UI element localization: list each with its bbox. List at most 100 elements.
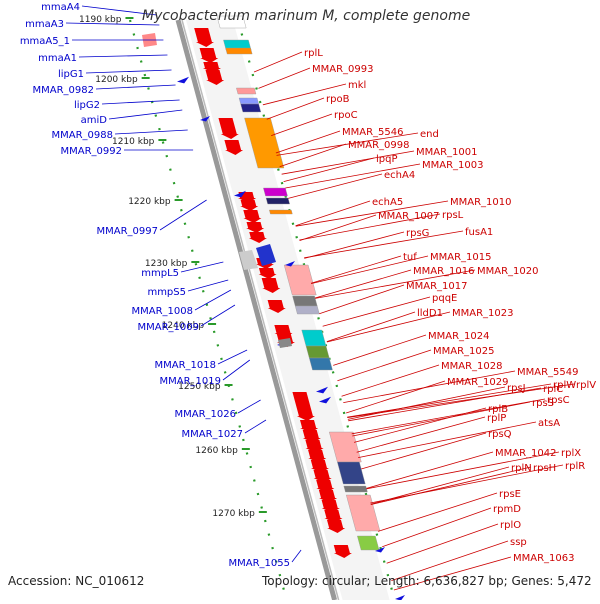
right-gene-label: MMAR_1007 bbox=[378, 211, 440, 222]
left-gene-leader bbox=[95, 84, 176, 90]
genome-backbone bbox=[175, 19, 338, 601]
gene-block bbox=[216, 15, 247, 29]
right-gene-leader bbox=[358, 421, 537, 458]
right-gene-leader bbox=[341, 364, 440, 397]
right-gene-leader bbox=[314, 269, 412, 299]
scale-label: 1260 kbp bbox=[195, 446, 238, 456]
right-gene-leader bbox=[393, 556, 512, 591]
reverse-gene-arrow bbox=[205, 70, 225, 85]
right-gene-label: MMAR_1042 bbox=[495, 448, 557, 459]
right-gene-leader bbox=[275, 130, 341, 154]
left-gene-label: MMAR_1055 bbox=[229, 558, 291, 569]
right-gene-label: ssp bbox=[510, 537, 527, 548]
left-gene-leader bbox=[187, 279, 229, 292]
left-gene-leader bbox=[291, 549, 302, 563]
right-gene-leader bbox=[319, 284, 405, 315]
right-gene-leader bbox=[345, 380, 446, 414]
right-gene-leader bbox=[326, 311, 416, 342]
reverse-gene-arrow bbox=[261, 278, 281, 293]
gene-block bbox=[244, 117, 285, 169]
right-gene-leader bbox=[288, 173, 383, 199]
genome-backbone-inner bbox=[181, 19, 340, 601]
right-gene-label: MMAR_1017 bbox=[406, 281, 468, 292]
right-gene-label: rpsJ bbox=[507, 383, 526, 394]
left-gene-label: MMAR_1026 bbox=[175, 409, 237, 420]
forward-gene-arrow bbox=[200, 116, 210, 122]
scale-label: 1230 kbp bbox=[145, 259, 188, 269]
right-gene-leader bbox=[382, 507, 492, 548]
left-gene-label: mmpS5 bbox=[147, 287, 186, 298]
right-gene-leader bbox=[266, 97, 325, 120]
left-gene-label: mmpL5 bbox=[141, 268, 179, 279]
left-gene-leader bbox=[194, 289, 232, 311]
left-gene-label: mmaA3 bbox=[25, 19, 64, 30]
right-gene-label: rplC bbox=[543, 384, 563, 395]
reverse-gene-arrow bbox=[243, 210, 262, 223]
right-gene-leader bbox=[337, 349, 432, 382]
right-gene-label: MMAR_1015 bbox=[430, 252, 492, 263]
right-gene-label: MMAR_5546 bbox=[342, 127, 404, 138]
forward-gene-arrow bbox=[375, 547, 385, 553]
right-gene-leader bbox=[356, 416, 486, 453]
right-gene-label: MMAR_5549 bbox=[517, 367, 579, 378]
right-gene-label: MMAR_1001 bbox=[416, 147, 478, 158]
forward-gene-arrow bbox=[177, 76, 189, 84]
right-gene-leader bbox=[347, 383, 575, 418]
left-gene-label: MMAR_0988 bbox=[52, 130, 114, 141]
right-gene-leader bbox=[326, 311, 451, 343]
right-gene-leader bbox=[343, 370, 516, 403]
right-gene-label: rpoC bbox=[334, 110, 358, 121]
right-gene-label: MMAR_1028 bbox=[441, 361, 503, 372]
right-gene-leader bbox=[366, 451, 494, 489]
left-gene-label: mmaA5_1 bbox=[20, 36, 70, 47]
reverse-gene-arrow bbox=[224, 140, 244, 155]
left-gene-leader bbox=[244, 419, 267, 434]
right-gene-label: MMAR_1016 bbox=[413, 266, 475, 277]
forward-gene-arrow bbox=[285, 261, 295, 267]
right-gene-leader bbox=[366, 451, 560, 490]
reverse-gene-arrow bbox=[318, 490, 338, 503]
right-gene-leader bbox=[279, 143, 347, 168]
reverse-gene-arrow bbox=[321, 500, 340, 513]
right-gene-label: mkl bbox=[348, 80, 366, 91]
right-gene-leader bbox=[347, 383, 552, 418]
left-gene-label: MMAR_0997 bbox=[97, 226, 159, 237]
right-gene-leader bbox=[304, 231, 405, 259]
reverse-gene-arrow bbox=[240, 200, 259, 211]
right-gene-leader bbox=[311, 255, 429, 284]
left-gene-label: MMAR_0982 bbox=[33, 85, 95, 96]
right-gene-label: MMAR_0993 bbox=[312, 64, 374, 75]
gene-block bbox=[308, 357, 333, 371]
reverse-gene-arrow bbox=[310, 460, 329, 473]
scale-label: 1200 kbp bbox=[95, 75, 138, 85]
right-gene-leader bbox=[295, 200, 371, 227]
scale-label: 1210 kbp bbox=[112, 137, 155, 147]
reverse-gene-arrow bbox=[308, 450, 327, 463]
right-gene-label: rplB bbox=[488, 404, 508, 415]
right-gene-label: MMAR_1003 bbox=[422, 160, 484, 171]
reverse-gene-arrow bbox=[246, 222, 265, 233]
right-gene-label: lpqP bbox=[376, 154, 398, 165]
right-gene-leader bbox=[281, 150, 415, 175]
gene-block bbox=[357, 535, 380, 551]
right-gene-leader bbox=[258, 67, 311, 89]
gene-block bbox=[294, 305, 320, 315]
right-gene-label: MMAR_1010 bbox=[450, 197, 512, 208]
right-gene-leader bbox=[271, 113, 333, 136]
right-gene-leader bbox=[370, 466, 532, 505]
scale-label: 1270 kbp bbox=[212, 509, 255, 519]
reverse-gene-arrow bbox=[258, 268, 277, 279]
right-gene-leader bbox=[304, 230, 464, 259]
right-gene-label: lldD1 bbox=[417, 308, 443, 319]
right-gene-label: rpsG bbox=[406, 228, 429, 239]
right-gene-label: MMAR_1063 bbox=[513, 553, 575, 564]
reverse-gene-arrow bbox=[218, 118, 239, 139]
right-gene-label: tuf bbox=[403, 252, 417, 263]
topology-label: Topology: circular; Length: 6,636,827 bp… bbox=[262, 574, 592, 588]
left-gene-leader bbox=[81, 5, 157, 16]
right-gene-leader bbox=[310, 255, 402, 284]
left-gene-label: MMAR_1018 bbox=[155, 360, 217, 371]
left-gene-label: lipG2 bbox=[74, 100, 100, 111]
reverse-gene-arrow bbox=[267, 300, 286, 313]
scale-label: 1250 kbp bbox=[178, 382, 221, 392]
